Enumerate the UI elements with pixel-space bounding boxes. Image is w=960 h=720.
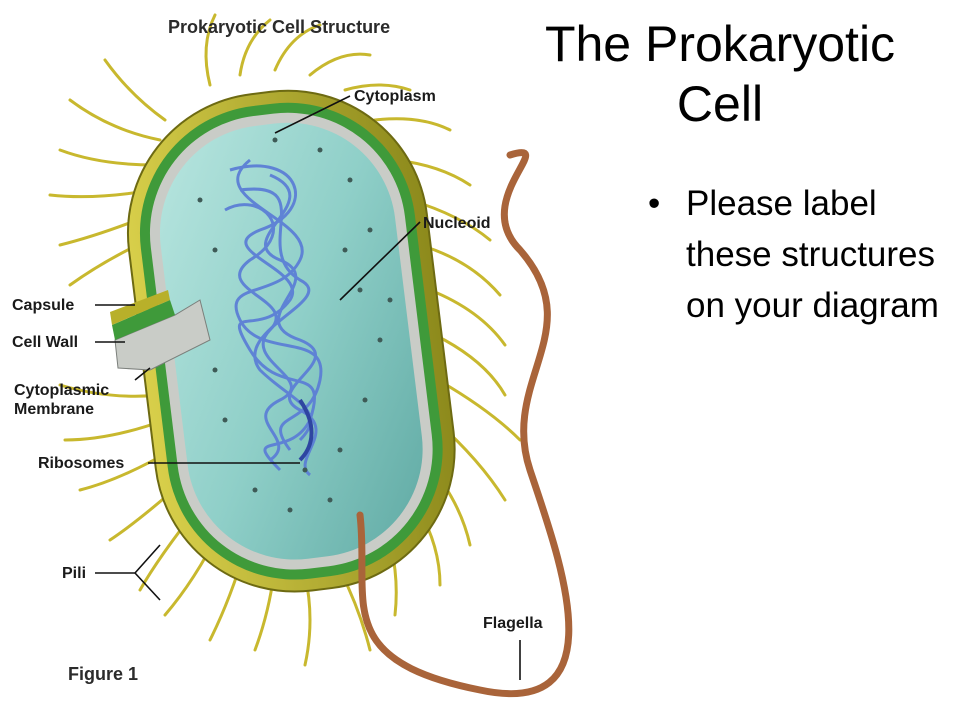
flagellum (356, 149, 573, 698)
ribosome (362, 397, 368, 403)
ribosome (272, 137, 278, 143)
label-capsule: Capsule (12, 297, 74, 314)
ribosome (222, 417, 228, 423)
pilus (428, 288, 507, 347)
ribosome (212, 247, 218, 253)
label-nucleoid: Nucleoid (423, 215, 491, 232)
label-flagella: Flagella (483, 615, 543, 632)
label-cytoplasm: Cytoplasm (354, 88, 436, 105)
ribosome (347, 177, 353, 183)
label-cell-wall: Cell Wall (12, 334, 78, 351)
pilus (373, 117, 452, 132)
ribosome (287, 507, 293, 513)
ribosome (342, 247, 348, 253)
nucleoid (224, 158, 323, 477)
slide-title: The Prokaryotic Cell (544, 16, 896, 132)
slide-bullet-list: Please label these structures on your di… (648, 178, 948, 331)
ribosome (212, 367, 218, 373)
label-pili: Pili (62, 565, 86, 582)
ribosome (327, 497, 333, 503)
cytoplasm-region (159, 122, 423, 560)
ribosome (252, 487, 258, 493)
pilus (433, 333, 507, 397)
ribosome (387, 297, 393, 303)
pilus (204, 13, 217, 87)
pilus (68, 98, 162, 142)
ribosome (337, 447, 343, 453)
label-ribosomes: Ribosomes (38, 455, 124, 472)
diagram-heading: Prokaryotic Cell Structure (168, 17, 390, 37)
pilus (58, 148, 157, 167)
ribosomes-group (197, 137, 393, 513)
pilus (308, 52, 372, 77)
pilus (273, 23, 322, 72)
slide-bullet: Please label these structures on your di… (648, 178, 948, 331)
ribosome (302, 467, 308, 473)
ribosome (197, 197, 203, 203)
pilus (238, 18, 272, 77)
ribosome (367, 227, 373, 233)
ribosome (357, 287, 363, 293)
leader-lines (95, 95, 521, 680)
pilus (103, 58, 167, 122)
pilus (343, 83, 412, 92)
cell-body (126, 89, 456, 593)
label-cytoplasmic-membrane-line2: Membrane (14, 401, 94, 418)
ribosome (317, 147, 323, 153)
figure-caption: Figure 1 (68, 664, 138, 684)
ribosome (377, 337, 383, 343)
label-cytoplasmic-membrane-line1: Cytoplasmic (14, 382, 109, 399)
cutaway-flap (110, 290, 211, 371)
